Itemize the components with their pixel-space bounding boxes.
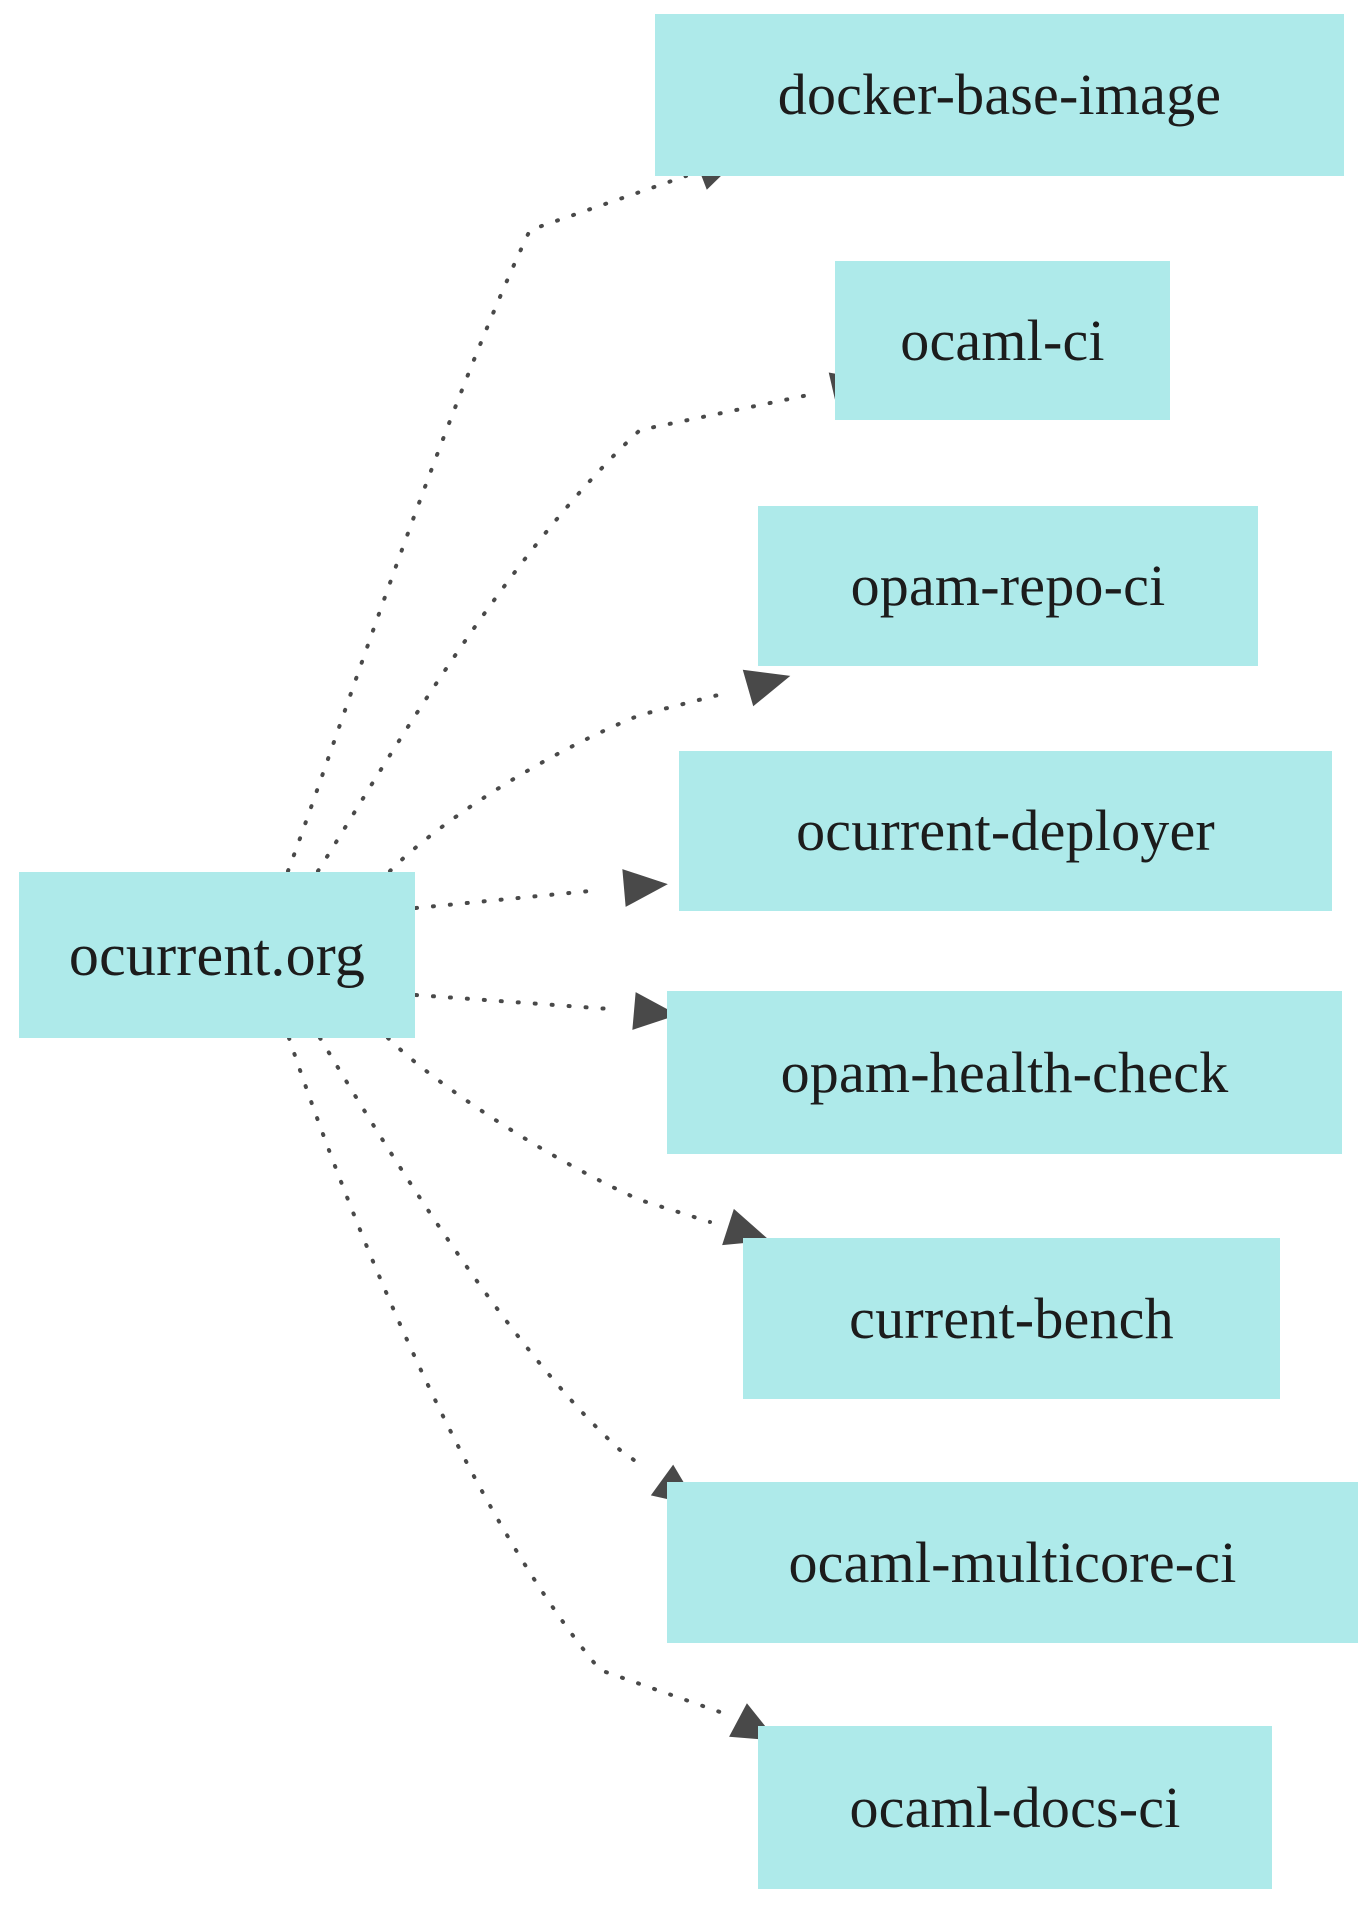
node-ocaml-multicore-ci[interactable]: ocaml-multicore-ci [667,1482,1358,1643]
edge-current-bench [386,1036,712,1224]
edge-opam-health-check [414,993,612,1011]
node-docker-base-image[interactable]: docker-base-image [655,14,1344,176]
node-label-docker-base-image: docker-base-image [777,62,1222,127]
node-label-ocurrent-org: ocurrent.org [68,922,366,988]
node-label-ocaml-ci: ocaml-ci [900,307,1105,373]
node-label-current-bench: current-bench [849,1285,1174,1351]
node-ocurrent-deployer[interactable]: ocurrent-deployer [679,751,1332,911]
edge-opam-health-check-arrowhead [632,992,678,1030]
node-ocurrent-org[interactable]: ocurrent.org [19,872,415,1038]
edge-current-bench-arrowhead [722,1208,770,1246]
edge-docker-base-image [286,174,688,873]
edges-group [286,174,820,1714]
node-ocaml-docs-ci[interactable]: ocaml-docs-ci [758,1726,1272,1889]
edge-opam-repo-ci-arrowhead [742,669,791,707]
edge-opam-repo-ci [388,690,732,873]
edge-ocurrent-deployer [414,888,602,910]
node-label-opam-health-check: opam-health-check [780,1039,1229,1105]
node-opam-repo-ci[interactable]: opam-repo-ci [758,506,1258,666]
node-label-opam-repo-ci: opam-repo-ci [850,553,1166,618]
edge-ocurrent-deployer-arrowhead [622,869,668,907]
edge-ocaml-docs-ci [287,1036,722,1714]
node-label-ocaml-docs-ci: ocaml-docs-ci [849,1774,1181,1840]
node-current-bench[interactable]: current-bench [743,1238,1280,1399]
node-opam-health-check[interactable]: opam-health-check [667,991,1342,1154]
node-label-ocaml-multicore-ci: ocaml-multicore-ci [788,1529,1237,1595]
node-label-ocurrent-deployer: ocurrent-deployer [796,798,1215,863]
node-ocaml-ci[interactable]: ocaml-ci [835,261,1170,420]
edge-ocaml-multicore-ci [318,1036,647,1470]
edge-ocaml-ci [316,391,820,873]
